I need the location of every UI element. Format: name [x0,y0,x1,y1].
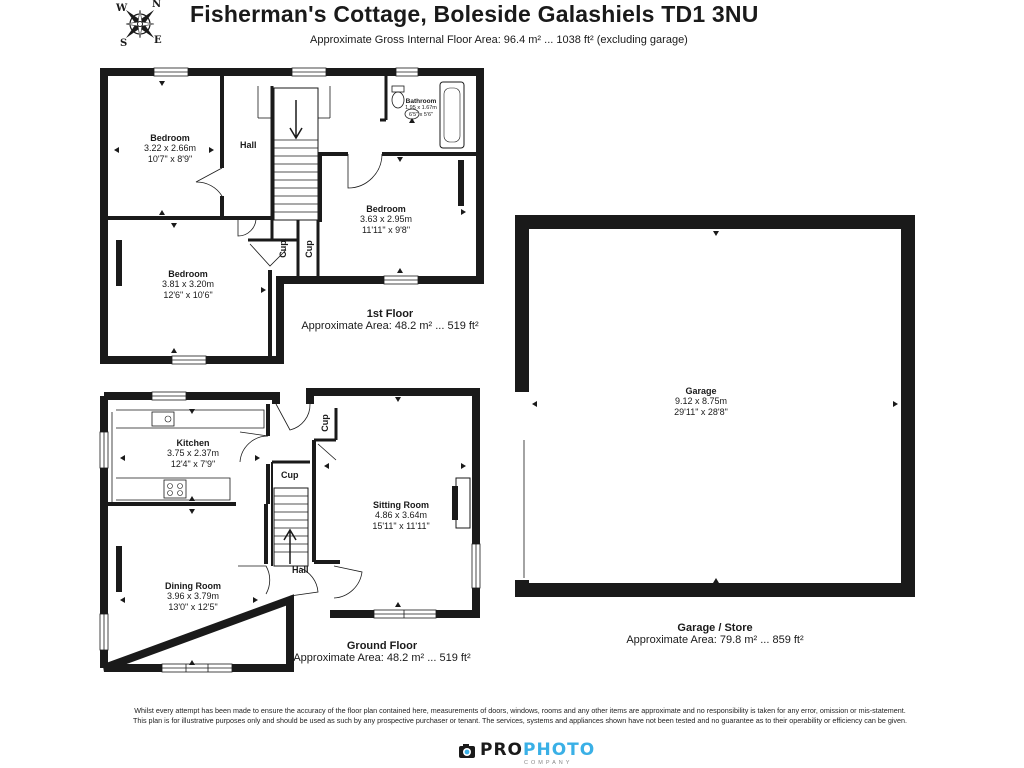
hob [163,479,187,499]
disclaimer: Whilst every attempt has been made to en… [80,706,960,726]
staircase [273,487,309,567]
room-label-dining-room: Dining Room 3.96 x 3.79m 13'0" x 12'5" [148,581,238,613]
room-dimensions-imperial: 29'11" x 28'8" [674,407,728,417]
room-label-bathroom: Bathroom 1.95 x 1.67m 6'5" x 5'6" [398,98,444,119]
room-label-cup-first-2: Cup [303,240,314,258]
room-name: Kitchen [176,438,210,448]
floor-area: Approximate Area: 48.2 m² ... 519 ft² [301,320,479,332]
room-dimensions-imperial: 15'11" x 11'11" [372,521,430,531]
room-name: Bedroom [366,204,406,214]
room-dimensions-metric: 3.81 x 3.20m [161,279,215,289]
first-floor-caption: 1st Floor Approximate Area: 48.2 m² ... … [290,308,490,332]
compass-east: E [154,35,162,46]
chimney-breast [116,240,122,286]
room-dimensions-metric: 9.12 x 8.75m [674,396,728,406]
room-dimensions-imperial: 11'11" x 9'8" [361,225,411,235]
door-swing [275,403,311,431]
ground-floor-caption: Ground Floor Approximate Area: 48.2 m² .… [282,640,482,664]
room-name: Bedroom [168,269,208,279]
floor-area: Approximate Area: 79.8 m² ... 859 ft² [626,634,804,646]
room-dimensions-imperial: 10'7" x 8'9" [147,154,193,164]
room-label-cup-first-1: Cup [277,240,288,258]
measure-markers [114,81,466,353]
stair-treads [274,495,308,553]
room-name: Bathroom [405,98,437,105]
room-name: Sitting Room [373,500,429,510]
room-dimensions-metric: 4.86 x 3.64m [374,510,428,520]
door-swing [317,443,337,461]
door-swing [289,567,319,597]
ground-floor-windows [99,391,481,673]
room-dimensions-imperial: 6'5" x 5'6" [408,112,434,118]
door-swing [237,217,257,237]
sink [151,411,175,427]
room-dimensions-imperial: 12'4" x 7'9" [170,459,216,469]
floor-label: Garage / Store [677,622,753,634]
room-name: Garage [685,386,717,396]
camera-icon [459,744,475,758]
compass-north: N [152,0,162,10]
stair-treads [257,86,331,213]
compass-south: S [120,38,128,49]
first-floor-outer-wall [100,68,484,364]
room-name: Bedroom [150,133,190,143]
room-label-bedroom-1: Bedroom 3.22 x 2.66m 10'7" x 8'9" [130,133,210,165]
garage-plan [515,215,915,597]
company-logo: PROPHOTO COMPANY [458,740,598,768]
first-floor-windows [153,67,419,365]
room-dimensions-metric: 3.75 x 2.37m [166,448,220,458]
stair-arrow [283,528,297,564]
room-label-cup-ground-1: Cup [281,470,299,480]
door-swing [238,565,271,595]
door-swing [347,153,383,189]
disclaimer-line-2: This plan is for illustrative purposes o… [132,716,908,725]
room-name: Dining Room [165,581,221,591]
stair-arrow [289,100,303,140]
room-label-bedroom-2: Bedroom 3.81 x 3.20m 12'6" x 10'6" [148,269,228,301]
door-swing [333,565,363,599]
chimney-breast [116,546,122,592]
room-label-kitchen: Kitchen 3.75 x 2.37m 12'4" x 7'9" [153,438,233,470]
disclaimer-line-1: Whilst every attempt has been made to en… [134,706,906,715]
room-label-hall-first: Hall [240,140,257,150]
room-label-cup-ground-2: Cup [319,414,330,432]
measure-markers [120,397,466,665]
logo-part-1: PRO [480,740,524,760]
room-label-bedroom-3: Bedroom 3.63 x 2.95m 11'11" x 9'8" [346,204,426,236]
compass-west: W [116,3,128,14]
kitchen-worktop [116,409,265,429]
garage-caption: Garage / Store Approximate Area: 79.8 m²… [610,622,820,646]
logo-subtitle: COMPANY [524,760,573,766]
room-dimensions-imperial: 12'6" x 10'6" [163,290,213,300]
compass-rose [125,9,155,39]
room-label-garage: Garage 9.12 x 8.75m 29'11" x 28'8" [656,386,746,418]
room-label-hall-ground: Hall [292,565,309,575]
room-dimensions-metric: 1.95 x 1.67m [405,105,437,111]
first-floor-plan [100,68,484,364]
fireplace [455,477,471,529]
bath [439,81,465,149]
kitchen-worktop [116,477,231,501]
room-label-sitting-room: Sitting Room 4.86 x 3.64m 15'11" x 11'11… [356,500,446,532]
room-dimensions-metric: 3.63 x 2.95m [359,214,413,224]
staircase [273,87,319,221]
room-dimensions-metric: 3.22 x 2.66m [143,143,197,153]
door-swing [249,243,287,267]
room-dimensions-metric: 3.96 x 3.79m [166,591,220,601]
door-swing [239,431,269,463]
gross-area: Approximate Gross Internal Floor Area: 9… [310,34,688,46]
logo-wordmark: PROPHOTO [480,740,595,760]
measure-markers [532,231,898,583]
chimney-breast [458,160,464,206]
room-dimensions-imperial: 13'0" x 12'5" [168,602,218,612]
floor-label: 1st Floor [366,308,414,320]
door-swing [195,167,223,197]
floor-label: Ground Floor [346,640,418,652]
floor-area: Approximate Area: 48.2 m² ... 519 ft² [293,652,471,664]
garage-wall [515,215,915,597]
logo-part-2: PHOTO [523,740,596,760]
page-title: Fisherman's Cottage, Boleside Galashiels… [190,1,759,27]
